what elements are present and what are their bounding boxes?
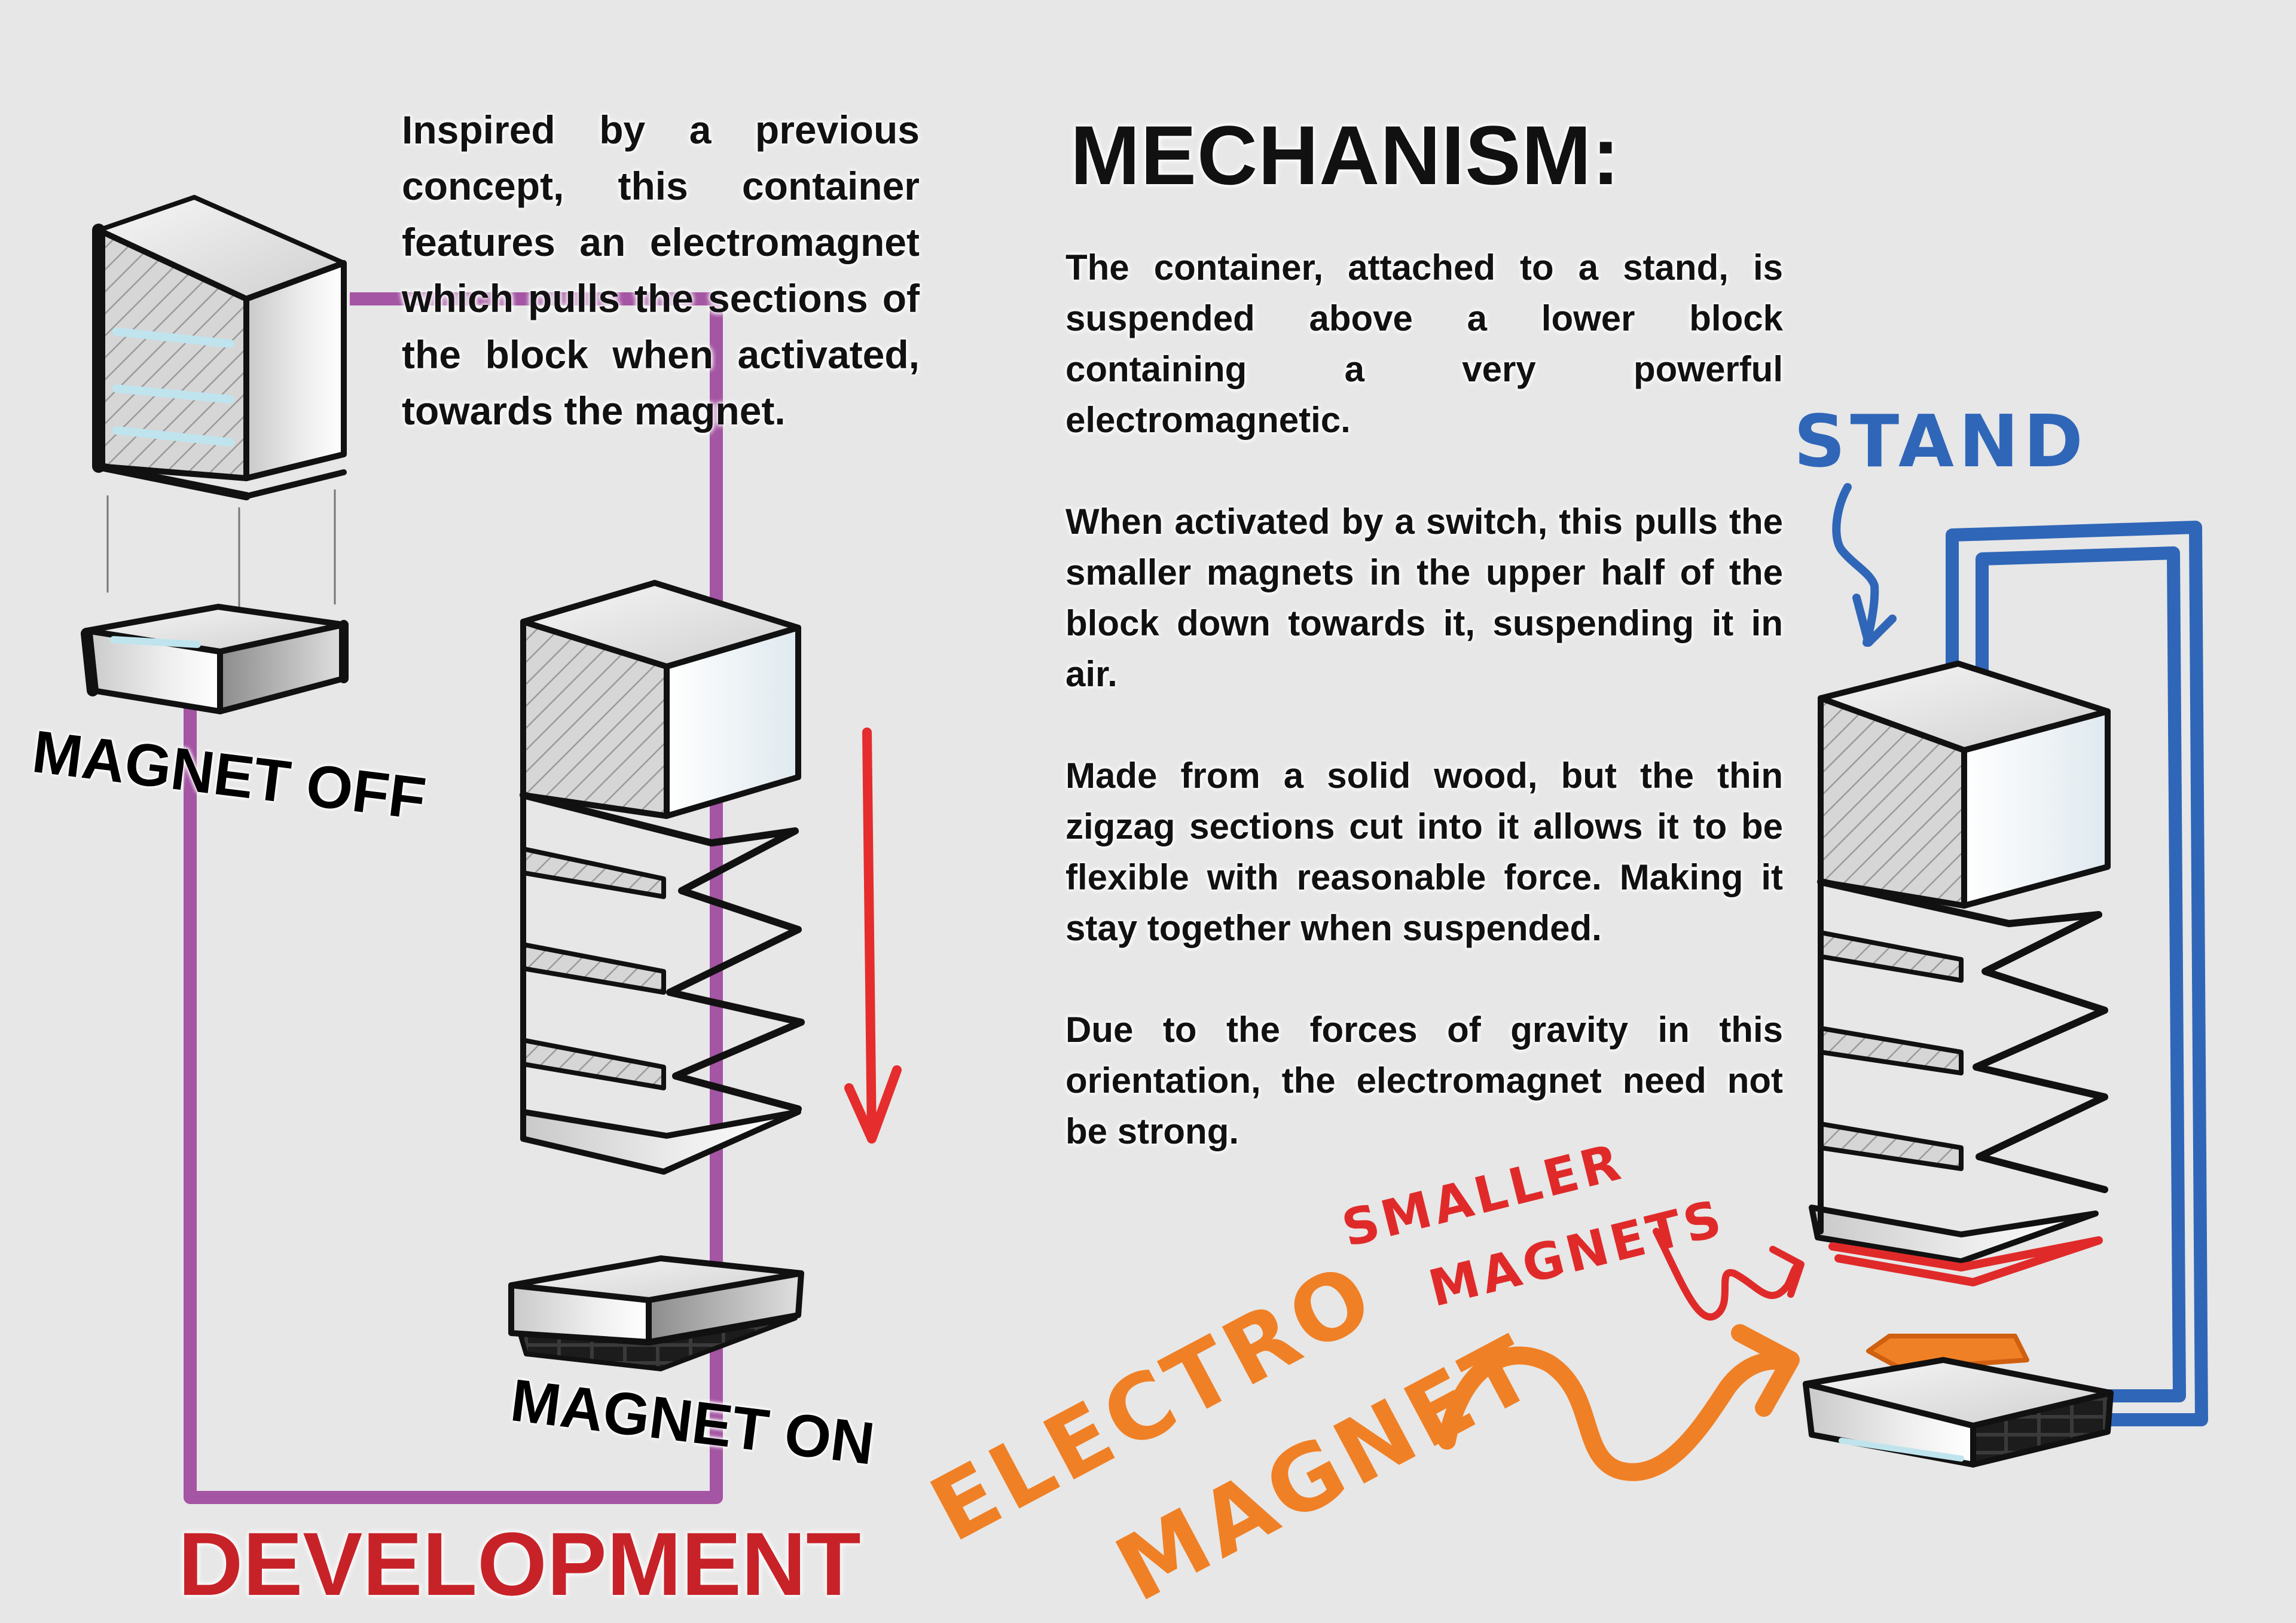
mechanism-title: MECHANISM: <box>1070 108 1620 202</box>
base-right <box>1803 1334 2114 1468</box>
base-magnet-off <box>81 604 349 714</box>
smaller-magnets-arrow <box>1653 1228 1805 1321</box>
intro-text: Inspired by a previous concept, this con… <box>402 108 920 433</box>
mechanism-paragraph: When activated by a switch, this pulls t… <box>1065 502 1783 694</box>
mechanism-paragraph: The container, attached to a stand, is s… <box>1065 247 1783 440</box>
container-magnet-off <box>92 195 347 617</box>
development-title: DEVELOPMENT <box>178 1514 861 1614</box>
electromagnet-arrow <box>1438 1324 1800 1481</box>
mechanism-paragraph: Made from a solid wood, but the thin zig… <box>1065 756 1783 948</box>
stand-annotation: STAND <box>1794 401 2088 484</box>
down-arrow <box>844 728 902 1144</box>
purple-frame <box>184 292 723 1504</box>
block-magnet-on <box>520 580 805 1175</box>
mechanism-paragraph: Due to the forces of gravity in this ori… <box>1065 1010 1783 1151</box>
block-right <box>1809 661 2111 1286</box>
mechanism-description: The container, attached to a stand, is s… <box>1065 242 1783 1208</box>
blue-stand <box>1832 483 2208 1426</box>
base-magnet-on <box>508 1255 804 1371</box>
